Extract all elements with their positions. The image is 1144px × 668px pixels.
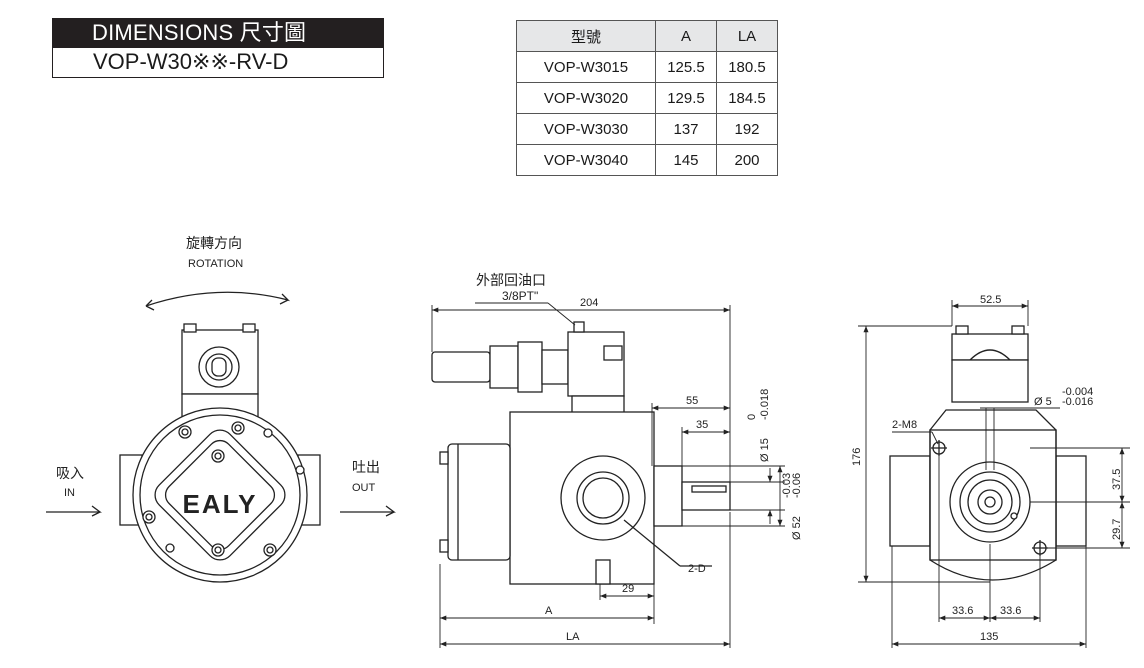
drive-shaft xyxy=(681,481,731,511)
pilot-tol-lower: -0.06 xyxy=(791,473,803,498)
shaft-tol-upper: 0 xyxy=(746,414,758,420)
table-cell: 180.5 xyxy=(716,51,778,83)
callout-2m8: 2-M8 xyxy=(892,419,917,431)
adjuster-rod xyxy=(431,351,491,383)
drain-port-size: 3/8PT" xyxy=(502,289,538,303)
table-row: VOP-W3015 125.5 180.5 xyxy=(516,51,778,83)
pilot-diameter: Ø 52 xyxy=(791,516,803,540)
rear-cover xyxy=(447,443,511,561)
dim-55: 55 xyxy=(686,395,698,407)
title-model: VOP-W30※※-RV-D xyxy=(52,48,384,78)
rotation-label-cn: 旋轉方向 xyxy=(186,235,242,251)
front-view xyxy=(46,291,396,583)
inlet-label-cn: 吸入 xyxy=(56,465,84,481)
table-cell: VOP-W3030 xyxy=(516,113,656,145)
dim-52-5: 52.5 xyxy=(980,294,1001,306)
dim-35: 35 xyxy=(696,419,708,431)
table-cell: 200 xyxy=(716,144,778,176)
dim-176: 176 xyxy=(851,448,863,466)
dim-29: 29 xyxy=(622,583,634,595)
rear-view-dimensions xyxy=(858,300,1130,648)
ealy-logo: EALY xyxy=(183,489,258,519)
dim-135: 135 xyxy=(980,631,998,643)
table-header-row: 型號 A LA xyxy=(516,20,778,52)
table-row: VOP-W3020 129.5 184.5 xyxy=(516,82,778,114)
mounting-flange xyxy=(653,465,683,527)
table-cell: 192 xyxy=(716,113,778,145)
drain-port-label: 外部回油口 xyxy=(476,272,546,288)
table-row: VOP-W3040 145 200 xyxy=(516,144,778,176)
shaft-tol-lower: -0.018 xyxy=(759,389,771,420)
dim-29-7: 29.7 xyxy=(1111,519,1123,540)
side-view xyxy=(431,321,731,585)
key-diameter: Ø 5 xyxy=(1034,396,1052,408)
dim-33-6-left: 33.6 xyxy=(952,605,973,617)
table-header: A xyxy=(655,20,717,52)
spec-table: 型號 A LA VOP-W3015 125.5 180.5 VOP-W3020 … xyxy=(516,20,778,176)
inlet-label-en: IN xyxy=(64,487,75,499)
dim-la: LA xyxy=(566,631,580,643)
dim-204: 204 xyxy=(580,297,598,309)
title-block: DIMENSIONS 尺寸圖 VOP-W30※※-RV-D xyxy=(52,18,384,78)
dim-33-6-right: 33.6 xyxy=(1000,605,1021,617)
rotation-arrow-icon xyxy=(145,291,291,307)
rear-view xyxy=(889,325,1087,581)
table-cell: 145 xyxy=(655,144,717,176)
inlet-arrow-icon xyxy=(46,505,102,517)
table-cell: 125.5 xyxy=(655,51,717,83)
dim-a: A xyxy=(545,605,553,617)
side-top-block xyxy=(567,331,625,397)
outlet-label-cn: 吐出 xyxy=(352,459,380,475)
pilot-tol-upper: -0.03 xyxy=(781,473,793,498)
rotation-label-en: ROTATION xyxy=(188,258,243,270)
callout-2d: 2-D xyxy=(688,563,706,575)
dim-37-5: 37.5 xyxy=(1111,469,1123,490)
table-cell: VOP-W3020 xyxy=(516,82,656,114)
shaft-diameter: Ø 15 xyxy=(759,438,771,462)
side-view-dimensions xyxy=(431,302,785,648)
table-cell: 129.5 xyxy=(655,82,717,114)
table-cell: VOP-W3015 xyxy=(516,51,656,83)
outlet-label-en: OUT xyxy=(352,482,376,494)
outlet-arrow-icon xyxy=(340,505,396,517)
front-diamond-cover xyxy=(154,429,286,561)
title-main: DIMENSIONS 尺寸圖 xyxy=(52,18,384,48)
key-tol-lower: -0.016 xyxy=(1062,396,1093,408)
table-header: 型號 xyxy=(516,20,656,52)
key-tol-upper: -0.004 xyxy=(1062,386,1093,398)
table-row: VOP-W3030 137 192 xyxy=(516,113,778,145)
table-cell: 137 xyxy=(655,113,717,145)
rear-top-block xyxy=(951,333,1029,361)
